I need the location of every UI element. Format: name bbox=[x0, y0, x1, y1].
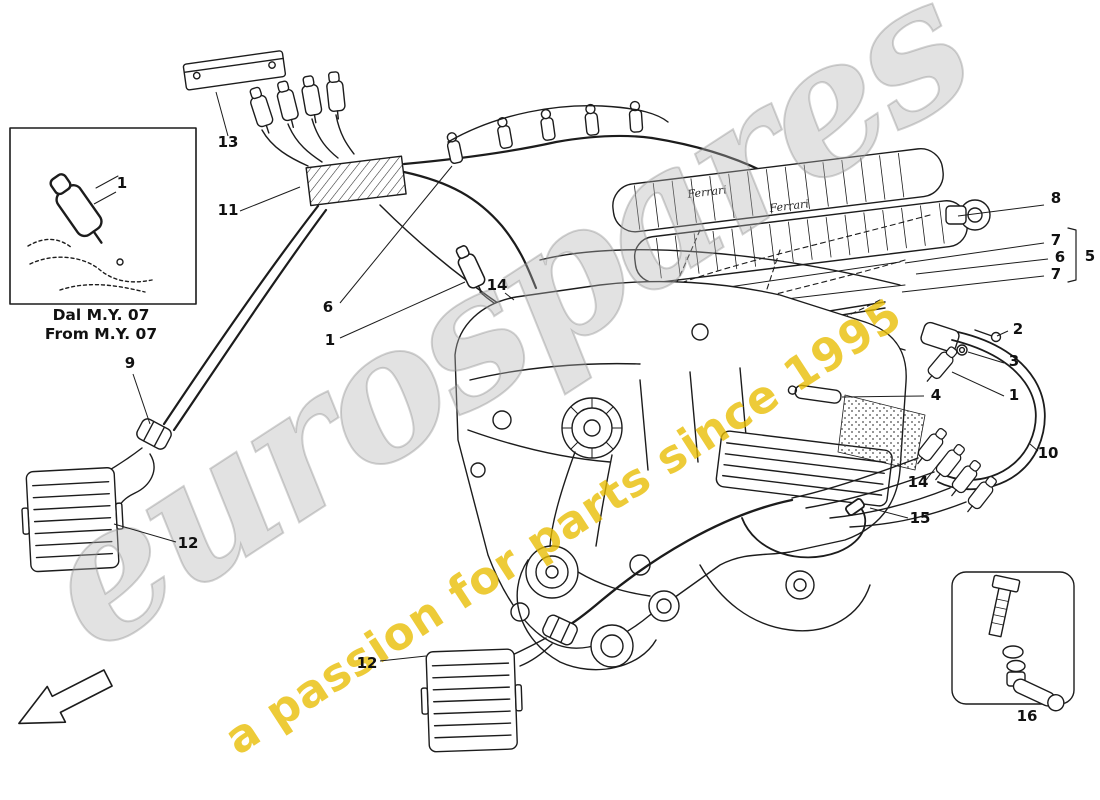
knock-sensor bbox=[787, 384, 842, 404]
callout-label: 14 bbox=[908, 473, 929, 491]
mounting-bracket bbox=[182, 50, 287, 91]
callouts: 1 13 11 6 1 14 8 7 6 7 5 2 3 1 4 9 10 12… bbox=[117, 133, 1095, 725]
callout-label: 6 bbox=[323, 298, 333, 316]
heat-shield bbox=[837, 394, 926, 471]
callout-label: 8 bbox=[1051, 189, 1061, 207]
engine-badge: Ferrari bbox=[686, 183, 728, 201]
ignition-coils-left bbox=[245, 70, 355, 167]
inset-note-line1: Dal M.Y. 07 bbox=[53, 306, 150, 324]
callout-label: 1 bbox=[117, 174, 127, 192]
ignition-module bbox=[305, 155, 407, 207]
fastener-kit bbox=[951, 571, 1075, 712]
callout-label: 15 bbox=[910, 509, 931, 527]
callout-bracket bbox=[1067, 227, 1077, 283]
belt-drive bbox=[510, 451, 871, 671]
leader-lines bbox=[93, 91, 1049, 662]
callout-label: 7 bbox=[1051, 265, 1061, 283]
callout-label: 5 bbox=[1085, 247, 1095, 265]
wiring-harness bbox=[162, 134, 774, 432]
inset-note-line2: From M.Y. 07 bbox=[45, 325, 157, 343]
callout-label: 11 bbox=[218, 201, 239, 219]
callout-label: 12 bbox=[357, 654, 378, 672]
inset-variant-box bbox=[9, 127, 197, 305]
ecu-bottom bbox=[419, 648, 525, 753]
callout-label: 2 bbox=[1013, 320, 1023, 338]
inset-note: Dal M.Y. 07 From M.Y. 07 bbox=[45, 306, 157, 343]
callout-label: 1 bbox=[325, 331, 335, 349]
harness-loop-right bbox=[937, 331, 1046, 491]
cable-clamp-loop bbox=[741, 498, 867, 559]
callout-label: 4 bbox=[931, 386, 941, 404]
callout-label: 13 bbox=[218, 133, 239, 151]
ignition-coils-right bbox=[562, 425, 1001, 630]
callout-label: 3 bbox=[1009, 352, 1019, 370]
callout-label: 14 bbox=[487, 276, 508, 294]
engine-badge: Ferrari bbox=[768, 197, 810, 215]
callout-label: 1 bbox=[1009, 386, 1019, 404]
callout-label: 12 bbox=[178, 534, 199, 552]
alternator bbox=[561, 397, 623, 459]
callout-label: 7 bbox=[1051, 231, 1061, 249]
injectors-top bbox=[444, 100, 669, 165]
callout-label: 6 bbox=[1055, 248, 1065, 266]
engine-illustration bbox=[9, 50, 1077, 753]
callout-label: 10 bbox=[1038, 444, 1059, 462]
callout-label: 16 bbox=[1017, 707, 1038, 725]
intake-plenum-upper bbox=[612, 148, 944, 233]
direction-arrow-icon bbox=[18, 669, 113, 725]
ignition-coil-right bbox=[920, 321, 1002, 387]
callout-label: 9 bbox=[125, 354, 135, 372]
